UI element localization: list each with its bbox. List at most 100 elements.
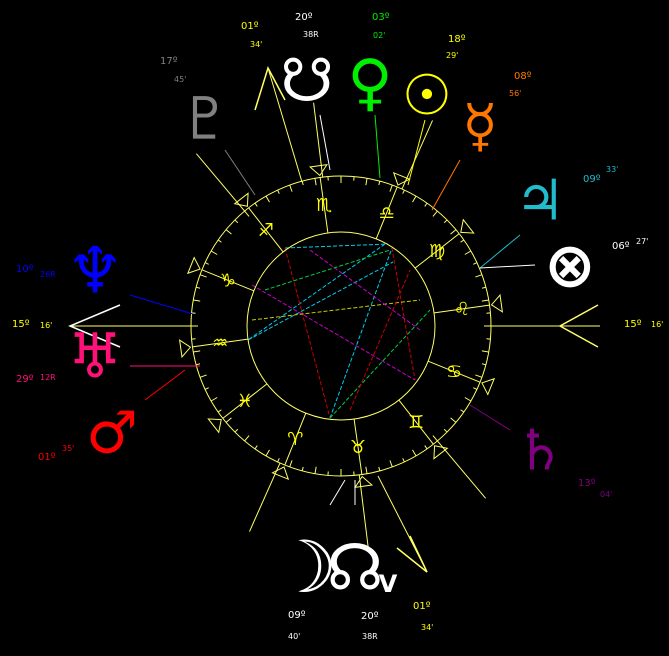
cusp-marker bbox=[392, 171, 411, 186]
neptune-pointer bbox=[129, 294, 194, 315]
mars-degree: 01º bbox=[38, 452, 56, 463]
venus-minutes: 02' bbox=[373, 31, 386, 40]
sign-cancer-glyph: ♋ bbox=[446, 362, 462, 383]
neptune-degree: 10º bbox=[16, 264, 34, 275]
cusp-marker bbox=[271, 466, 290, 481]
sign-divider bbox=[192, 338, 248, 348]
aspect-line bbox=[251, 284, 416, 381]
cusp-marker bbox=[308, 163, 328, 177]
jupiter-pointer bbox=[479, 234, 521, 269]
mars-icon: ♂ bbox=[86, 398, 138, 466]
moon-pointer bbox=[329, 479, 346, 506]
house-cusp-line bbox=[358, 474, 369, 550]
sign-capricorn-glyph: ♑ bbox=[220, 270, 236, 291]
mercury-degree: 08º bbox=[514, 71, 532, 82]
aspect-line bbox=[309, 249, 421, 331]
desc-minutes: 16' bbox=[651, 320, 664, 329]
degree-tick bbox=[481, 299, 489, 302]
degree-tick bbox=[481, 350, 489, 353]
sign-divider bbox=[248, 207, 284, 253]
degree-tick bbox=[473, 262, 478, 265]
aspect-line bbox=[329, 309, 431, 419]
cusp-marker bbox=[481, 377, 496, 396]
degree-tick bbox=[424, 445, 428, 450]
aspect-line bbox=[247, 261, 394, 341]
venus-icon: ♀ bbox=[347, 46, 392, 119]
saturn-icon: ♄ bbox=[515, 419, 565, 484]
degree-tick bbox=[481, 363, 487, 366]
moon-degree: 09º bbox=[288, 610, 306, 621]
sign-leo-glyph: ♌ bbox=[454, 299, 470, 320]
sign-taurus-glyph: ♉ bbox=[350, 437, 366, 458]
sign-divider bbox=[222, 383, 268, 419]
degree-tick bbox=[389, 184, 393, 192]
asc-minutes: 16' bbox=[40, 321, 53, 330]
desc-arrow bbox=[558, 304, 599, 348]
degree-tick bbox=[277, 189, 280, 194]
degree-tick bbox=[199, 374, 207, 378]
part-of-fortune-pointer bbox=[479, 264, 536, 269]
south-node-pointer bbox=[319, 114, 331, 171]
extra-minutes-bottom: 34' bbox=[421, 623, 434, 632]
cusp-marker bbox=[433, 445, 449, 460]
saturn-minutes: 04' bbox=[600, 490, 613, 499]
cusp-marker bbox=[178, 339, 192, 359]
degree-tick bbox=[450, 229, 457, 235]
house-cusp-line bbox=[249, 462, 281, 532]
sign-virgo-glyph: ♍ bbox=[429, 241, 445, 262]
degree-tick bbox=[412, 195, 417, 203]
degree-tick bbox=[277, 458, 280, 463]
degree-tick bbox=[402, 458, 405, 463]
fortune-minutes: 27' bbox=[636, 237, 649, 246]
aspect-line bbox=[264, 249, 391, 291]
uranus-icon: ♅ bbox=[67, 320, 123, 393]
degree-tick bbox=[225, 229, 232, 235]
degree-tick bbox=[225, 417, 232, 423]
pluto-icon: ♇ bbox=[179, 84, 231, 152]
cusp-marker bbox=[460, 218, 475, 234]
asc-arrow bbox=[68, 304, 121, 348]
neptune-icon: ♆ bbox=[66, 234, 123, 308]
asc-degree: 15º bbox=[12, 319, 30, 330]
uranus-minutes: 12R bbox=[40, 373, 56, 382]
planet-pointer-lines bbox=[129, 114, 536, 506]
north-node-degree: 20º bbox=[361, 611, 379, 622]
mars-minutes: 35' bbox=[62, 444, 75, 453]
north-node-minutes: 38R bbox=[362, 632, 378, 641]
degree-tick bbox=[254, 202, 258, 207]
degree-tick bbox=[432, 210, 438, 217]
aspect-line bbox=[251, 299, 421, 321]
aspect-line bbox=[349, 269, 411, 411]
jupiter-minutes: 33' bbox=[606, 165, 619, 174]
degree-tick bbox=[234, 219, 239, 224]
degree-tick bbox=[217, 239, 222, 243]
sign-divider bbox=[375, 186, 398, 240]
sign-divider bbox=[353, 419, 363, 475]
south-node-degree: 20º bbox=[295, 12, 313, 23]
degree-tick bbox=[265, 449, 270, 457]
mercury-minutes: 56' bbox=[509, 89, 522, 98]
saturn-degree: 13º bbox=[578, 478, 596, 489]
degree-tick bbox=[460, 409, 465, 413]
degree-tick bbox=[389, 460, 393, 468]
sign-divider bbox=[201, 269, 255, 292]
degree-tick bbox=[210, 250, 218, 255]
mercury-pointer bbox=[431, 159, 461, 211]
degree-tick bbox=[314, 466, 317, 474]
degree-tick bbox=[265, 195, 270, 203]
cusp-marker bbox=[354, 475, 374, 489]
sun-degree: 18º bbox=[448, 34, 466, 45]
jupiter-degree: 09º bbox=[583, 174, 601, 185]
house-cusp-line bbox=[401, 120, 433, 190]
sign-gemini-glyph: ♊ bbox=[408, 412, 424, 433]
sign-sagittarius-glyph: ♐ bbox=[258, 220, 274, 241]
cusp-marker bbox=[490, 293, 504, 313]
sign-divider bbox=[427, 360, 481, 383]
degree-tick bbox=[204, 262, 209, 265]
extra-minutes-top: 34' bbox=[250, 40, 263, 49]
degree-tick bbox=[314, 178, 317, 186]
degree-tick bbox=[217, 409, 222, 413]
degree-tick bbox=[244, 210, 250, 217]
venus-pointer bbox=[374, 114, 381, 179]
sign-libra-glyph: ♎ bbox=[379, 203, 395, 224]
